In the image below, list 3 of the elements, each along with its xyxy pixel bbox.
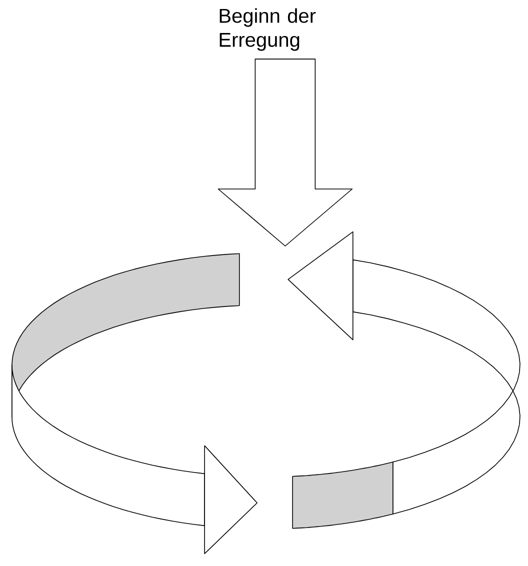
block-arrow [218,58,353,246]
heading-text: Beginn der Erregung [220,8,316,51]
circular-arrow-drawing [12,231,520,554]
